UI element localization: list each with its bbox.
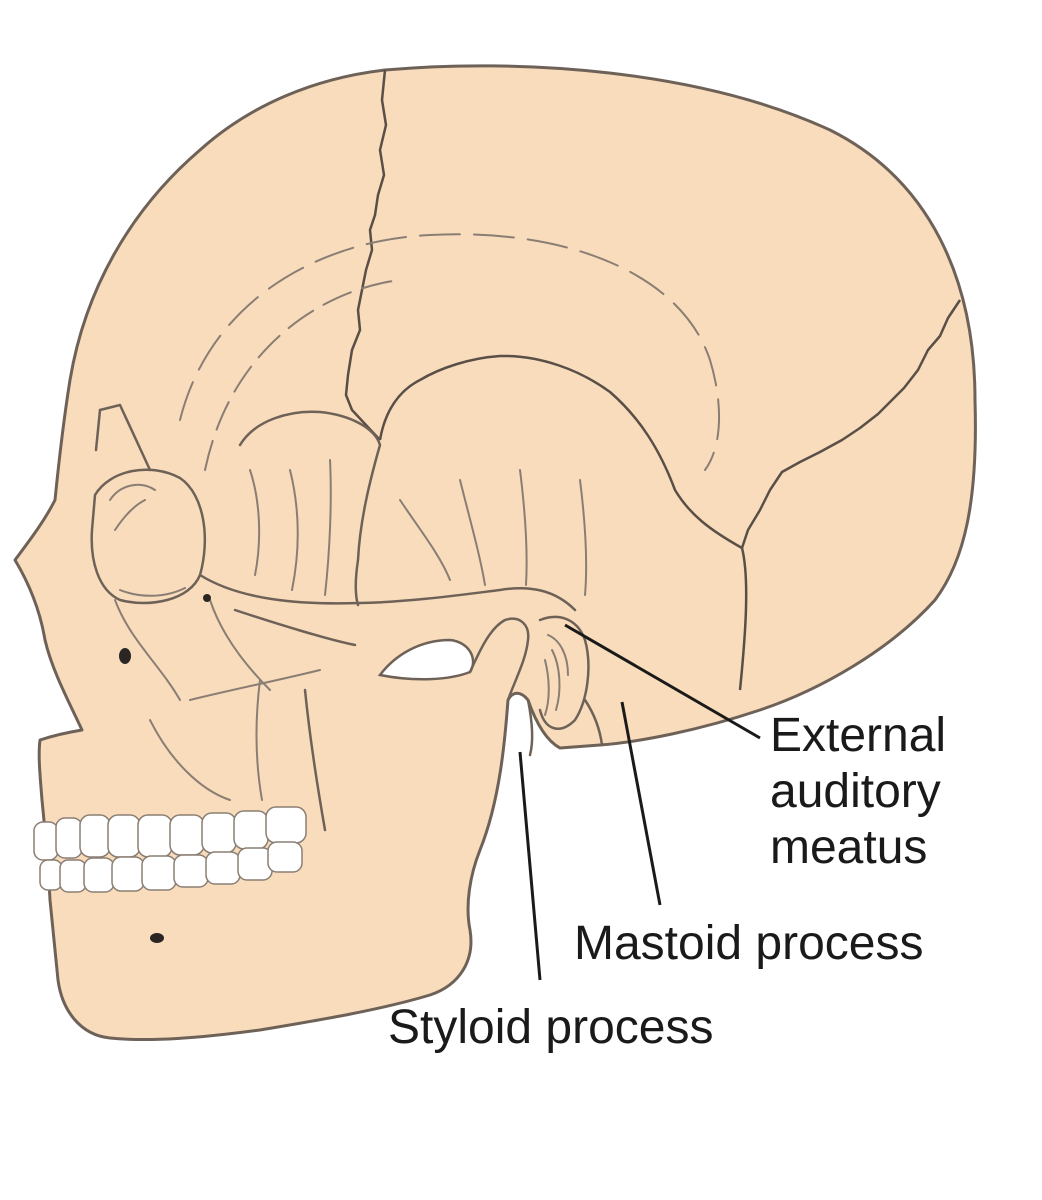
label-styloid-process: Styloid process bbox=[388, 1001, 714, 1054]
mandibular-notch bbox=[377, 638, 475, 681]
leader-styloid-process bbox=[518, 751, 542, 981]
label-mastoid-process: Mastoid process bbox=[574, 917, 924, 970]
label-external-line3: meatus bbox=[770, 821, 928, 874]
lambdoid-suture bbox=[740, 299, 962, 549]
label-external-line2: auditory bbox=[770, 765, 941, 818]
external-auditory-meatus bbox=[538, 615, 590, 730]
infraorbital-foramen bbox=[119, 648, 131, 664]
sphenoid-outline bbox=[238, 410, 382, 607]
mastoid-process bbox=[583, 698, 604, 747]
skull-outline bbox=[13, 64, 977, 1042]
mandibular-condyle bbox=[468, 617, 530, 702]
squamous-suture bbox=[378, 354, 748, 691]
mental-foramen bbox=[150, 933, 164, 943]
mandible-ramus bbox=[303, 688, 327, 832]
coronal-suture bbox=[344, 69, 388, 441]
styloid-process bbox=[526, 698, 534, 757]
teeth bbox=[33, 806, 307, 893]
leader-external-auditory-meatus bbox=[564, 623, 761, 740]
leader-mastoid-process bbox=[620, 701, 662, 906]
zygomatic-arch bbox=[198, 573, 577, 612]
temporal-line bbox=[179, 233, 720, 471]
label-external-auditory-meatus: External auditory meatus bbox=[770, 708, 946, 876]
label-external-line1: External bbox=[770, 709, 947, 762]
